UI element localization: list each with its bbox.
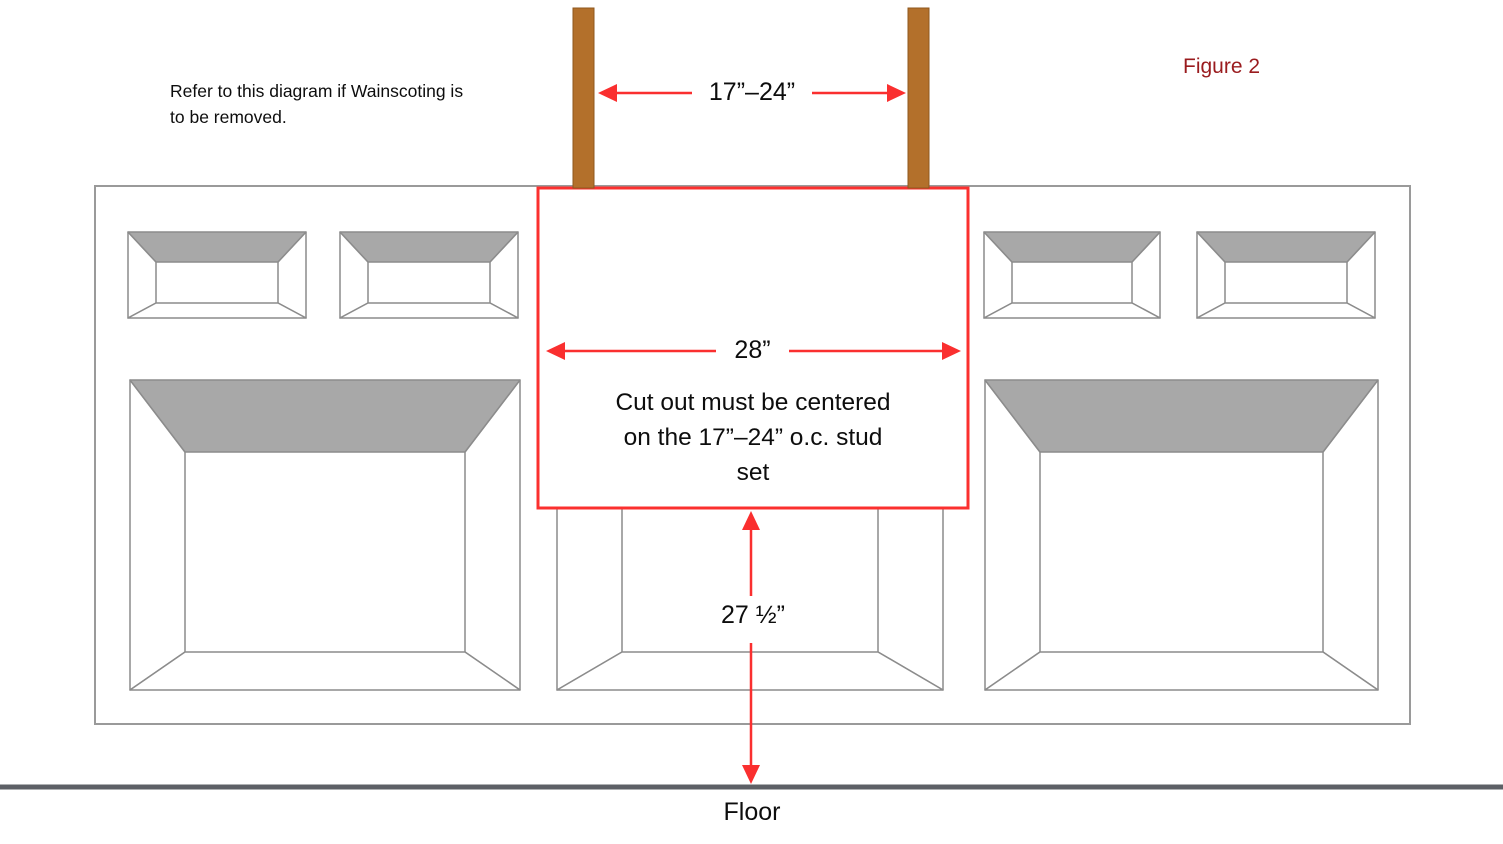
note-text: Refer to this diagram if Wainscoting is … <box>170 78 560 131</box>
dimension-arrows <box>546 84 961 784</box>
note-line-2: to be removed. <box>170 107 287 128</box>
cutout-note-line-1: Cut out must be centered <box>615 389 891 416</box>
large-panel-right <box>984 379 1379 691</box>
cutout-note-line-2: on the 17”–24” o.c. stud <box>623 423 883 451</box>
small-panel-3 <box>983 231 1161 319</box>
note-line-1: Refer to this diagram if Wainscoting is <box>170 81 464 101</box>
cutout-box <box>536 186 970 510</box>
figure-label: Figure 2 <box>1183 55 1261 78</box>
floor-height-label: 27 ½” <box>721 601 785 629</box>
stud-spacing-arrow <box>598 84 906 102</box>
cutout-width-arrow <box>546 342 961 360</box>
stud-spacing-label: 17”–24” <box>708 78 796 106</box>
small-panel-4 <box>1196 231 1376 319</box>
cutout-note-line-3: set <box>736 458 770 486</box>
floor-label: Floor <box>723 798 781 826</box>
cutout-note: Cut out must be centered on the 17”–24” … <box>570 386 936 490</box>
large-panel-left <box>129 379 521 691</box>
small-panel-2 <box>339 231 519 319</box>
small-panel-1 <box>127 231 307 319</box>
floor-height-arrow <box>742 511 760 784</box>
left-stud <box>572 7 595 189</box>
cutout-width-label: 28” <box>734 336 771 364</box>
right-stud <box>907 7 930 189</box>
